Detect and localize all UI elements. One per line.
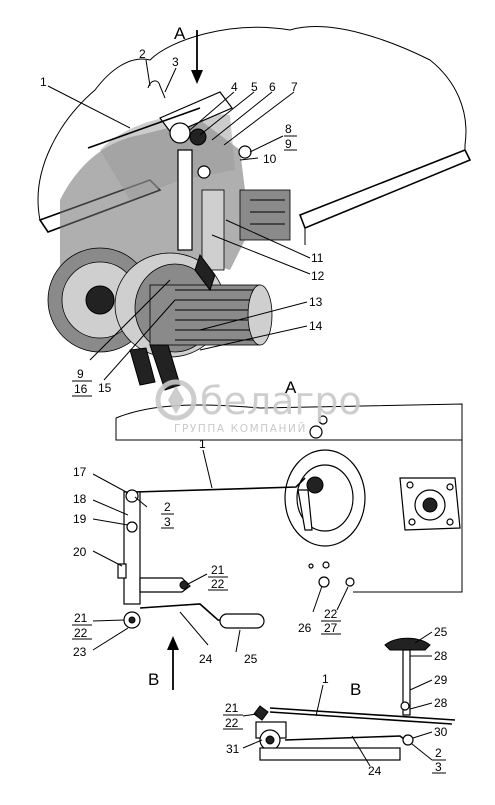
- lever-assembly: [117, 489, 265, 629]
- callout-6: 6: [269, 80, 276, 94]
- callout-2: 2: [139, 47, 146, 61]
- callout-14: 14: [309, 319, 323, 333]
- callout-a-26: 26: [298, 621, 312, 635]
- callout-1: 1: [40, 75, 47, 89]
- callout-a-1: 1: [199, 437, 206, 451]
- callout-b-2-3-den: 3: [435, 760, 442, 774]
- callouts-view-b: 1 25 28 29 28 21 22 30 31 24 2 3: [223, 625, 448, 778]
- callout-a-20: 20: [73, 545, 87, 559]
- callout-a-22-27-num: 22: [324, 607, 338, 621]
- shift-hub: [284, 449, 366, 547]
- view-a-leader-lines: [92, 449, 349, 653]
- watermark: белагро ГРУППА КОМПАНИЙ: [155, 379, 362, 435]
- callout-7: 7: [291, 80, 298, 94]
- callout-9-16-den: 16: [74, 382, 88, 396]
- callout-10: 10: [263, 152, 277, 166]
- gearbox-illustration: [37, 26, 472, 391]
- callout-a-18: 18: [73, 492, 87, 506]
- callout-a-22-27-den: 27: [324, 621, 338, 635]
- callout-b-2-3-num: 2: [435, 746, 442, 760]
- belagro-logo-icon: [155, 379, 197, 421]
- callouts-view-a: 1 17 2 3 18 19 20 21 22 21 22 23 24 25 2…: [72, 437, 341, 666]
- callout-a-17: 17: [73, 465, 87, 479]
- callout-a-2-3: 2 3: [161, 500, 174, 529]
- callout-a-25: 25: [244, 652, 258, 666]
- callout-9-16-num: 9: [77, 367, 84, 381]
- view-label-b-detail: B: [350, 680, 361, 699]
- callout-a-24: 24: [199, 652, 213, 666]
- view-b-leader-lines: [242, 631, 433, 767]
- callout-b-21-22-den: 22: [225, 716, 239, 730]
- callout-a-21-22b: 21 22: [72, 611, 92, 640]
- callout-b-28b: 28: [434, 696, 448, 710]
- callout-8-9: 8 9: [284, 122, 297, 151]
- callout-a-21-22b-den: 22: [74, 626, 88, 640]
- flange-right: [399, 477, 461, 531]
- callout-a-23: 23: [73, 645, 87, 659]
- view-arrow-a-top: [191, 30, 203, 84]
- gear-cluster: [114, 252, 273, 391]
- view-arrow-b: [167, 636, 179, 690]
- callout-4: 4: [231, 80, 238, 94]
- control-rod-top: [87, 107, 201, 149]
- callout-8-9-den: 9: [285, 137, 292, 151]
- callout-11: 11: [311, 251, 324, 265]
- view-b-assembly: [253, 637, 456, 761]
- watermark-subtitle: ГРУППА КОМПАНИЙ: [174, 422, 307, 435]
- callout-b-25: 25: [434, 625, 448, 639]
- callout-15: 15: [98, 381, 112, 395]
- view-label-a-detail: A: [285, 378, 297, 397]
- callout-a-2-3-den: 3: [164, 515, 171, 529]
- view-label-a-top: A: [174, 24, 186, 43]
- callout-b-24: 24: [368, 764, 382, 778]
- shift-mechanism: [159, 91, 291, 292]
- callout-9-16: 9 16: [72, 367, 92, 397]
- callout-b-31: 31: [226, 742, 240, 756]
- callout-b-30: 30: [434, 725, 448, 739]
- top-leader-lines: [47, 59, 311, 381]
- callout-a-19: 19: [73, 512, 87, 526]
- callout-b-28: 28: [434, 649, 448, 663]
- view-a-panel: [115, 403, 463, 629]
- callout-b-21-22: 21 22: [223, 701, 243, 730]
- callouts-top: 1 2 3 4 5 6 7 8 9 10 11 12 13 14 9 16 15: [40, 47, 325, 397]
- callout-a-22-27: 22 27: [321, 607, 341, 635]
- callout-8-9-num: 8: [285, 122, 292, 136]
- callout-b-2-3: 2 3: [432, 746, 446, 774]
- callout-b-21-22-num: 21: [225, 701, 239, 715]
- callout-a-21-22-den: 22: [211, 577, 225, 591]
- callout-a-21-22b-num: 21: [74, 611, 88, 625]
- callout-12: 12: [311, 269, 325, 283]
- callout-a-21-22: 21 22: [208, 563, 228, 591]
- callout-3: 3: [172, 55, 179, 69]
- callout-a-21-22-num: 21: [211, 563, 225, 577]
- callout-b-29: 29: [434, 673, 448, 687]
- callout-5: 5: [251, 80, 258, 94]
- callout-13: 13: [309, 295, 323, 309]
- callout-a-2-3-num: 2: [164, 500, 171, 514]
- callout-b-1: 1: [322, 672, 329, 686]
- watermark-brand: белагро: [200, 379, 362, 423]
- view-label-b-arrow: B: [148, 670, 159, 689]
